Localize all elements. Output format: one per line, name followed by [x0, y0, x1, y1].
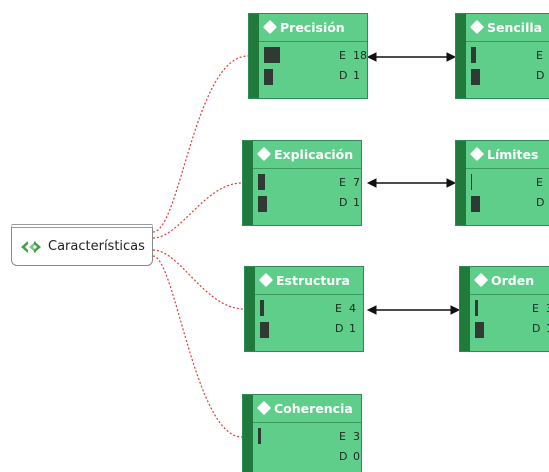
- metric-e-bar: [260, 300, 264, 316]
- metric-d-bar: [260, 322, 269, 338]
- metric-e-bar: [264, 47, 280, 63]
- card-title: Sencilla: [487, 19, 543, 35]
- metric-d: D1: [536, 196, 545, 209]
- metric-d-bar: [471, 69, 480, 85]
- root-node-caracteristicas[interactable]: Características: [11, 224, 153, 266]
- metric-e: E1: [536, 176, 543, 189]
- metric-d: D1: [532, 322, 549, 335]
- metric-e-bar: [258, 428, 261, 444]
- diamond-icon: [469, 146, 485, 162]
- card-accent-bar: [245, 267, 255, 351]
- diamond-icon: [258, 272, 274, 288]
- double-chevron-icon: [21, 240, 41, 253]
- metric-e: E5: [536, 49, 543, 62]
- card-title: Coherencia: [274, 400, 353, 416]
- metric-e-bar: [475, 300, 478, 316]
- card-accent-bar: [456, 141, 466, 225]
- card-accent-bar: [249, 14, 259, 98]
- card-limites[interactable]: Límites E1 D1: [455, 140, 549, 226]
- card-accent-bar: [456, 14, 466, 98]
- diamond-icon: [256, 400, 272, 416]
- card-title: Estructura: [276, 272, 350, 288]
- card-accent-bar: [460, 267, 470, 351]
- card-orden[interactable]: Orden E3 D1: [459, 266, 549, 352]
- card-title: Orden: [491, 272, 535, 288]
- card-accent-bar: [243, 141, 253, 225]
- metric-e-bar: [258, 174, 265, 190]
- diamond-icon: [262, 19, 278, 35]
- metric-e: E3: [532, 302, 549, 315]
- card-sencilla[interactable]: Sencilla E5 D1: [455, 13, 549, 99]
- card-title: Límites: [487, 146, 539, 162]
- metric-e-bar: [471, 174, 472, 190]
- card-title: Precisión: [280, 19, 345, 35]
- metric-d-bar: [471, 196, 480, 212]
- metric-d-bar: [264, 69, 273, 85]
- diamond-icon: [473, 272, 489, 288]
- diamond-icon: [256, 146, 272, 162]
- root-label: Características: [48, 239, 145, 254]
- metric-e-bar: [471, 47, 476, 63]
- card-title: Explicación: [274, 146, 354, 162]
- card-accent-bar: [243, 395, 253, 472]
- metric-d: D1: [536, 69, 545, 82]
- diamond-icon: [469, 19, 485, 35]
- metric-d-bar: [475, 322, 484, 338]
- metric-d-bar: [258, 196, 267, 212]
